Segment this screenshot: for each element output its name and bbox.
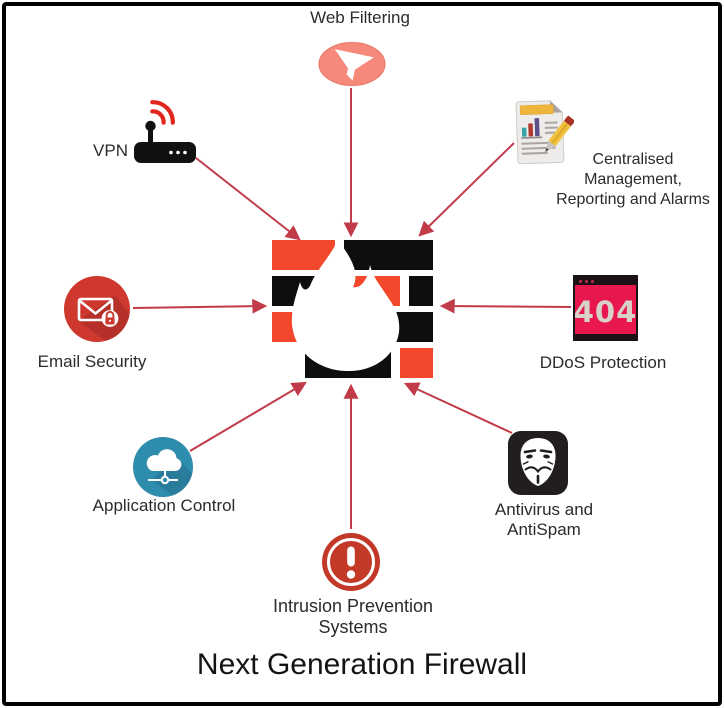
cloud-network-icon bbox=[133, 437, 193, 497]
window-control-dot bbox=[591, 279, 594, 283]
vpn-label: VPN bbox=[93, 141, 128, 160]
window-bottombar bbox=[575, 334, 636, 339]
error-404-window-icon: 404 bbox=[573, 275, 638, 341]
central-mgmt-label: Centralised Management, Reporting and Al… bbox=[556, 150, 710, 210]
antivirus-label-line2: AntiSpam bbox=[507, 520, 581, 539]
email-lock-icon bbox=[64, 276, 130, 342]
ips-label-line2: Systems bbox=[318, 617, 388, 637]
firewall-brick-flame-icon bbox=[272, 240, 433, 378]
error-404-text: 404 bbox=[573, 294, 638, 329]
email-security-label: Email Security bbox=[37, 352, 147, 371]
antivirus-label-line1: Antivirus and bbox=[494, 500, 594, 519]
alert-exclamation-icon bbox=[322, 533, 380, 591]
central-mgmt-label-line2: Management, bbox=[584, 171, 682, 188]
antivirus-label: Antivirus and AntiSpam bbox=[495, 500, 593, 540]
central-mgmt-label-line1: Centralised bbox=[592, 151, 674, 168]
window-control-dot bbox=[585, 279, 588, 283]
wireless-router-icon bbox=[134, 100, 196, 163]
anonymous-mask-icon bbox=[508, 431, 568, 495]
application-control-label: Application Control bbox=[92, 496, 236, 515]
report-document-pencil-icon bbox=[515, 100, 574, 165]
ips-label: Intrusion Prevention Systems bbox=[273, 596, 433, 638]
central-mgmt-label-line3: Reporting and Alarms bbox=[556, 191, 710, 208]
ddos-protection-label: DDoS Protection bbox=[539, 353, 667, 372]
window-titlebar bbox=[575, 277, 636, 285]
ips-label-line1: Intrusion Prevention bbox=[272, 596, 434, 616]
window-control-dot bbox=[579, 279, 582, 283]
web-filtering-label: Web Filtering bbox=[310, 8, 410, 27]
funnel-icon bbox=[318, 42, 386, 86]
diagram-title: Next Generation Firewall bbox=[196, 648, 528, 681]
